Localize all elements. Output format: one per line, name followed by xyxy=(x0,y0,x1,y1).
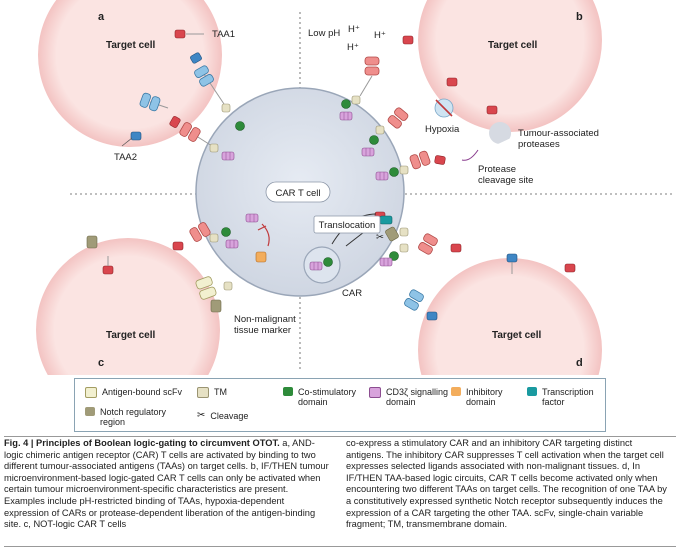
h-plus-3: H⁺ xyxy=(347,42,359,53)
cleavage-site-label: Protease cleavage site xyxy=(478,164,533,186)
target-cell-b xyxy=(418,0,602,132)
tf-swatch xyxy=(527,387,537,396)
proteases-label: Tumour-associated proteases xyxy=(518,128,602,150)
cleavage-site-line-2: cleavage site xyxy=(478,175,533,186)
caption-title: Fig. 4 | Principles of Boolean logic-gat… xyxy=(4,438,280,448)
panel-letter-a: a xyxy=(98,11,105,23)
h-plus-1: H⁺ xyxy=(348,24,360,35)
inhibitory-swatch xyxy=(451,387,461,396)
panel-letter-b: b xyxy=(576,11,583,23)
target-cell-a-label: Target cell xyxy=(106,40,155,51)
protease-icon xyxy=(489,122,512,150)
legend-item-tm: TM xyxy=(197,387,227,398)
legend-item-tf: Transcription factor xyxy=(527,387,599,407)
cleavage-site-line-1: Protease xyxy=(478,164,516,175)
target-cell-c xyxy=(36,238,220,375)
hypoxia-label: Hypoxia xyxy=(425,124,460,135)
bottom-rule xyxy=(4,546,676,547)
target-cell-d xyxy=(418,258,602,375)
hypoxia-icon xyxy=(434,98,454,118)
legend-cleavage-text: Cleavage xyxy=(210,411,249,421)
legend-item-cleavage: ✂ Cleavage xyxy=(197,410,249,422)
translocation-label: Translocation xyxy=(319,220,376,231)
panel-letter-d: d xyxy=(576,357,583,369)
legend-item-scfv: Antigen-bound scFv xyxy=(85,387,182,398)
caption-left-column: Fig. 4 | Principles of Boolean logic-gat… xyxy=(4,438,330,531)
if-then-tme-receptors xyxy=(339,35,512,181)
legend-inhibitory-text: Inhibitory domain xyxy=(466,387,503,407)
legend-costim-text: Co-stimulatory domain xyxy=(298,387,357,407)
legend-scfv-text: Antigen-bound scFv xyxy=(102,387,183,397)
non-malignant-label: Non-malignant tissue marker xyxy=(234,314,298,336)
cleavage-icon: ✂ xyxy=(376,232,384,243)
legend-notch-text: Notch regulatory region xyxy=(100,407,167,427)
legend-item-costim: Co-stimulatory domain xyxy=(283,387,369,407)
taa1-label: TAA1 xyxy=(212,29,235,40)
notch-swatch xyxy=(85,407,95,416)
costim-swatch xyxy=(283,387,293,396)
and-gate-car-pair xyxy=(121,29,245,161)
not-gate-receptors xyxy=(86,213,270,313)
legend-item-notch: Notch regulatory region xyxy=(85,407,185,427)
car-label: CAR xyxy=(342,288,362,299)
target-cell-c-label: Target cell xyxy=(106,330,155,341)
car-t-cell-tag: CAR T cell xyxy=(265,181,331,203)
caption-rule xyxy=(4,436,676,437)
logic-gating-diagram: ✂ a b c d Target cell Target cell Target… xyxy=(36,0,675,375)
proteases-line-1: Tumour-associated xyxy=(518,128,599,139)
tm-swatch xyxy=(197,387,209,398)
caption-right-column: co-express a stimulatory CAR and an inhi… xyxy=(346,438,672,531)
cd3z-swatch xyxy=(369,387,381,398)
cleavage-arrow xyxy=(461,149,479,161)
legend-item-cd3z: CD3ζ signalling domain xyxy=(369,387,451,407)
caption-left-text: a, AND-logic chimeric antigen receptor (… xyxy=(4,438,329,530)
panel-letter-c: c xyxy=(98,357,104,369)
car-t-cell-label: CAR T cell xyxy=(275,188,320,199)
legend-item-inhibitory: Inhibitory domain xyxy=(451,387,523,407)
non-malignant-line-1: Non-malignant xyxy=(234,314,296,325)
if-then-taa-receptors: ✂ xyxy=(303,211,576,321)
target-cell-d-label: Target cell xyxy=(492,330,541,341)
legend-cd3z-text: CD3ζ signalling domain xyxy=(386,387,448,407)
h-plus-2: H⁺ xyxy=(374,30,386,41)
proteases-line-2: proteases xyxy=(518,139,560,150)
target-cell-b-label: Target cell xyxy=(488,40,537,51)
translocation-tag: Translocation xyxy=(313,215,381,234)
caption-right-text: co-express a stimulatory CAR and an inhi… xyxy=(346,438,667,530)
scissors-icon: ✂ xyxy=(197,410,206,421)
legend-tf-text: Transcription factor xyxy=(542,387,594,407)
non-malignant-line-2: tissue marker xyxy=(234,325,291,336)
legend: Antigen-bound scFv TM Co-stimulatory dom… xyxy=(74,378,606,432)
legend-tm-text: TM xyxy=(214,387,227,397)
low-ph-label: Low pH xyxy=(308,28,340,39)
taa2-label: TAA2 xyxy=(114,152,137,163)
scfv-swatch xyxy=(85,387,97,398)
